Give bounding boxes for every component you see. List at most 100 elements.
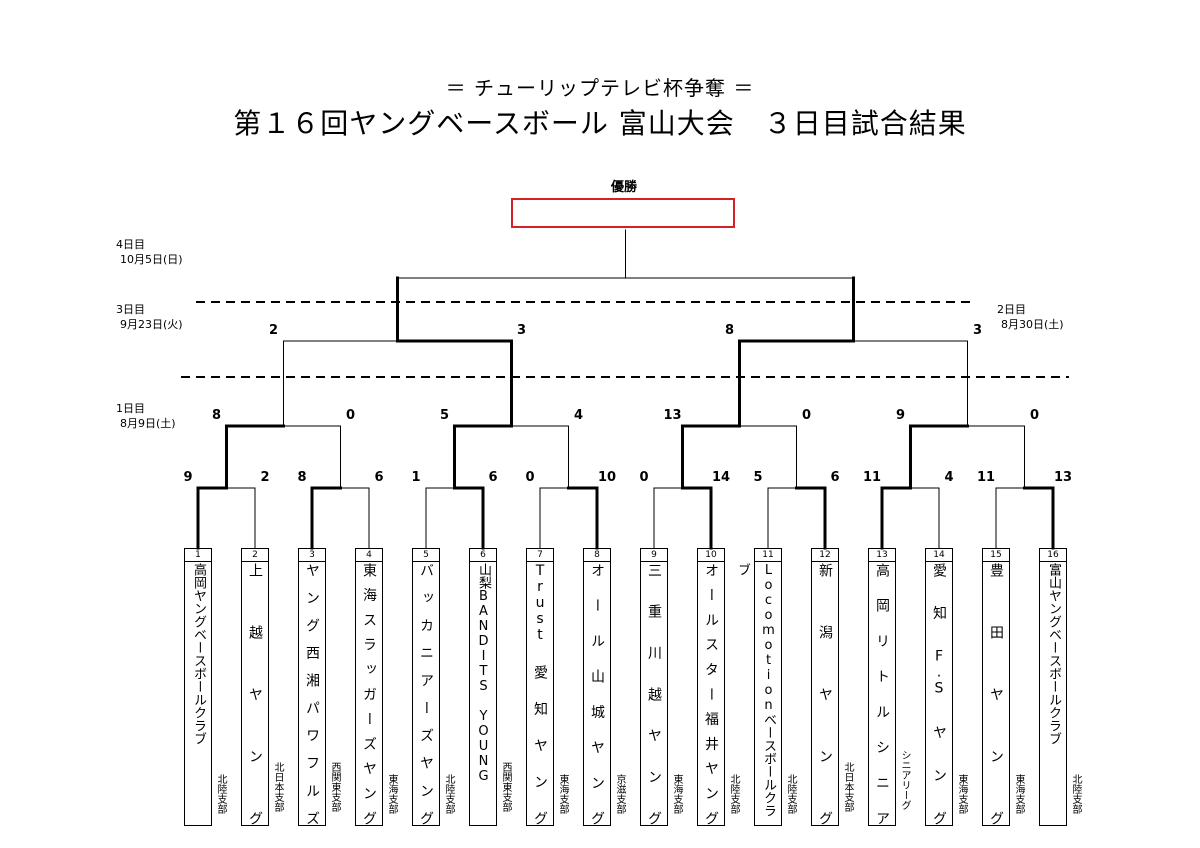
team-number: 14 xyxy=(926,549,952,562)
team-name: 豊田ヤング xyxy=(988,563,1004,825)
team-number: 12 xyxy=(812,549,838,562)
r3-score-1: 2 xyxy=(268,323,279,338)
team-name: 山梨BANDITS YOUNG xyxy=(476,563,491,784)
r2-score-5: 13 xyxy=(663,408,682,423)
team-branch-14: 東海支部 xyxy=(956,774,967,814)
team-branch-10: 北陸支部 xyxy=(728,774,739,814)
day3-date: 9月23日(火) xyxy=(120,318,183,331)
day2-title: 2日目 xyxy=(997,303,1026,316)
team-number: 15 xyxy=(983,549,1009,562)
team-name: 東海スラッガーズヤング xyxy=(361,563,377,825)
r1-score-team-2: 2 xyxy=(260,470,270,485)
team-branch-8: 京滋支部 xyxy=(614,774,625,814)
team-branch-6: 西関東支部 xyxy=(500,762,511,812)
r1-score-team-4: 6 xyxy=(374,470,384,485)
r1-score-team-3: 8 xyxy=(297,470,307,485)
team-branch-2: 北日本支部 xyxy=(272,762,283,812)
team-name: ヤング西湘パワフルズ xyxy=(304,563,320,825)
team-number: 2 xyxy=(242,549,268,562)
team-name: 富山ヤングベースボールクラブ xyxy=(1046,563,1061,745)
r3-score-3: 8 xyxy=(724,323,735,338)
r1-score-team-10: 14 xyxy=(711,470,731,485)
r1-score-team-15: 11 xyxy=(976,470,996,485)
champion-box xyxy=(511,198,735,228)
team-name: 愛知F.Sヤング xyxy=(931,563,947,825)
team-number: 8 xyxy=(584,549,610,562)
team-name: 上越ヤング xyxy=(247,563,263,825)
team-number: 3 xyxy=(299,549,325,562)
team-name: 新潟ヤング xyxy=(817,563,833,825)
team-branch-9: 東海支部 xyxy=(671,774,682,814)
r1-score-team-11: 5 xyxy=(753,470,763,485)
r2-score-4: 4 xyxy=(573,408,584,423)
team-branch-1: 北陸支部 xyxy=(215,774,226,814)
day2-label: 2日目 8月30日(土) xyxy=(997,302,1064,332)
team-name: 高岡ヤングベースボールクラブ xyxy=(191,563,206,745)
r1-score-team-9: 0 xyxy=(639,470,649,485)
team-branch-3: 西関東支部 xyxy=(329,762,340,812)
day3-title: 3日目 xyxy=(116,303,145,316)
team-number: 13 xyxy=(869,549,895,562)
team-branch-7: 東海支部 xyxy=(557,774,568,814)
event-subtitle: ＝ チューリップテレビ杯争奪 ＝ xyxy=(445,76,755,100)
team-branch-4: 東海支部 xyxy=(386,774,397,814)
r3-score-2: 3 xyxy=(516,323,527,338)
page-title: 第１６回ヤングベースボール 富山大会 ３日目試合結果 xyxy=(233,107,967,140)
day2-date: 8月30日(土) xyxy=(1001,318,1064,331)
team-number: 1 xyxy=(185,549,211,562)
team-number: 7 xyxy=(527,549,553,562)
r1-score-team-6: 6 xyxy=(488,470,498,485)
r2-score-7: 9 xyxy=(895,408,906,423)
r1-score-team-7: 0 xyxy=(525,470,535,485)
r2-score-6: 0 xyxy=(801,408,812,423)
day4-label: 4日目 10月5日(日) xyxy=(116,237,183,267)
team-name: オールスター福井ヤング xyxy=(703,563,719,825)
r2-score-3: 5 xyxy=(439,408,450,423)
team-number: 4 xyxy=(356,549,382,562)
r2-score-1: 8 xyxy=(211,408,222,423)
r1-score-team-1: 9 xyxy=(183,470,193,485)
team-branch-11: 北陸支部 xyxy=(785,774,796,814)
team-number: 9 xyxy=(641,549,667,562)
r1-score-team-14: 4 xyxy=(944,470,954,485)
day4-title: 4日目 xyxy=(116,238,145,251)
team-number: 10 xyxy=(698,549,724,562)
team-name: バッカニアーズヤング xyxy=(418,563,434,825)
r1-score-team-8: 10 xyxy=(597,470,617,485)
team-branch-13: シニアリーグ xyxy=(899,750,910,810)
day3-label: 3日目 9月23日(火) xyxy=(116,302,183,332)
team-branch-5: 北陸支部 xyxy=(443,774,454,814)
day1-title: 1日目 xyxy=(116,402,145,415)
team-name: 三重川越ヤング xyxy=(646,563,662,825)
team-number: 5 xyxy=(413,549,439,562)
team-branch-12: 北日本支部 xyxy=(842,762,853,812)
r2-score-2: 0 xyxy=(345,408,356,423)
champion-label: 優勝 xyxy=(610,180,637,195)
team-name: オール山城ヤング xyxy=(589,563,605,825)
team-branch-16: 北陸支部 xyxy=(1070,774,1081,814)
day1-date: 8月9日(土) xyxy=(120,417,176,430)
team-name: 高岡リトルシニア xyxy=(874,563,890,825)
r1-score-team-16: 13 xyxy=(1053,470,1073,485)
r3-score-4: 3 xyxy=(972,323,983,338)
team-name: Trust愛知ヤング xyxy=(532,563,548,825)
r1-score-team-12: 6 xyxy=(830,470,840,485)
r1-score-team-5: 1 xyxy=(411,470,421,485)
